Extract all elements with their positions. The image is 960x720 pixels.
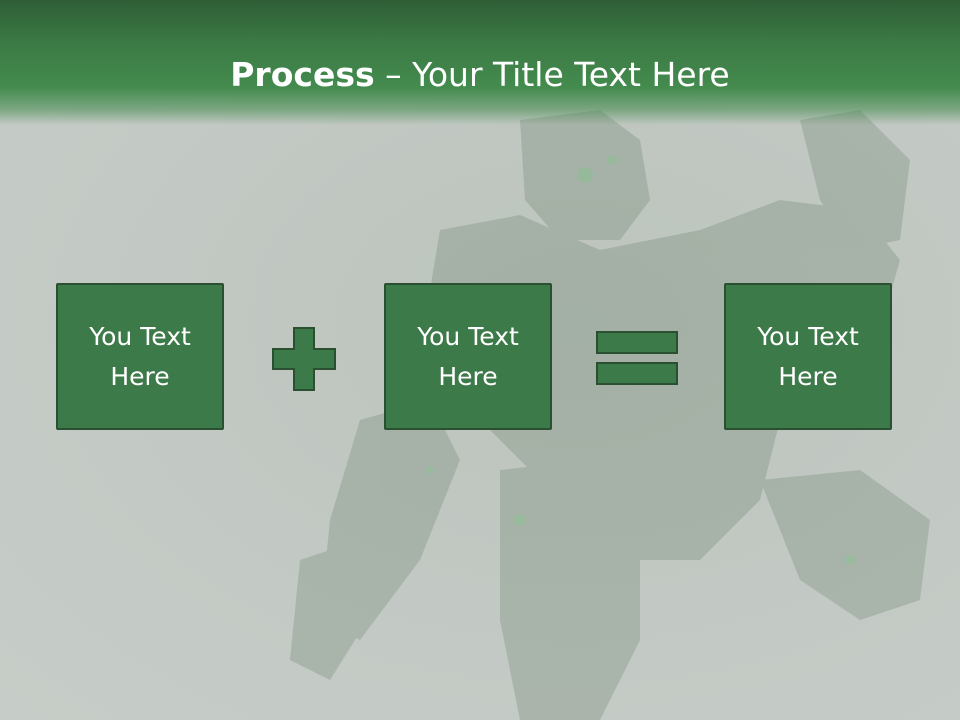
- process-box-3[interactable]: You Text Here: [724, 283, 892, 430]
- title-bar: [0, 0, 960, 125]
- process-box-1[interactable]: You Text Here: [56, 283, 224, 430]
- process-box-1-label: You Text Here: [89, 321, 191, 391]
- process-box-2-label: You Text Here: [417, 321, 519, 391]
- process-box-2[interactable]: You Text Here: [384, 283, 552, 430]
- process-box-3-label: You Text Here: [757, 321, 859, 391]
- equals-icon: [596, 331, 678, 385]
- title-bold-text: Process: [230, 55, 375, 94]
- slide-title[interactable]: Process – Your Title Text Here: [0, 52, 960, 98]
- plus-icon: [272, 327, 336, 391]
- title-rest-text: – Your Title Text Here: [374, 55, 730, 94]
